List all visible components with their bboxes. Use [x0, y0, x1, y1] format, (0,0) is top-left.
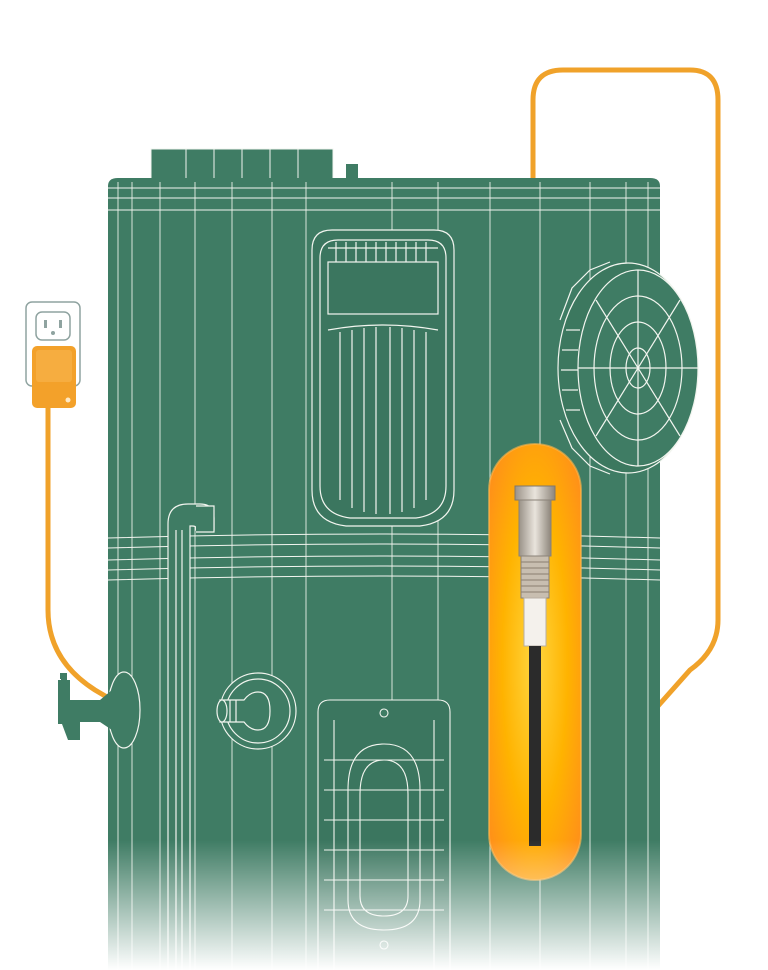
- right-cord: [530, 67, 721, 709]
- tank-lid: [150, 148, 358, 183]
- front-panel: [311, 229, 455, 527]
- left-cord: [45, 397, 115, 703]
- filter-cap-icon: [557, 261, 699, 475]
- anode-rod-icon: [488, 443, 582, 881]
- hose-bib-icon: [58, 671, 141, 749]
- plug-adapter-icon: [32, 346, 76, 408]
- bottom-fade: [0, 840, 768, 970]
- drain-valve-icon: [216, 672, 297, 750]
